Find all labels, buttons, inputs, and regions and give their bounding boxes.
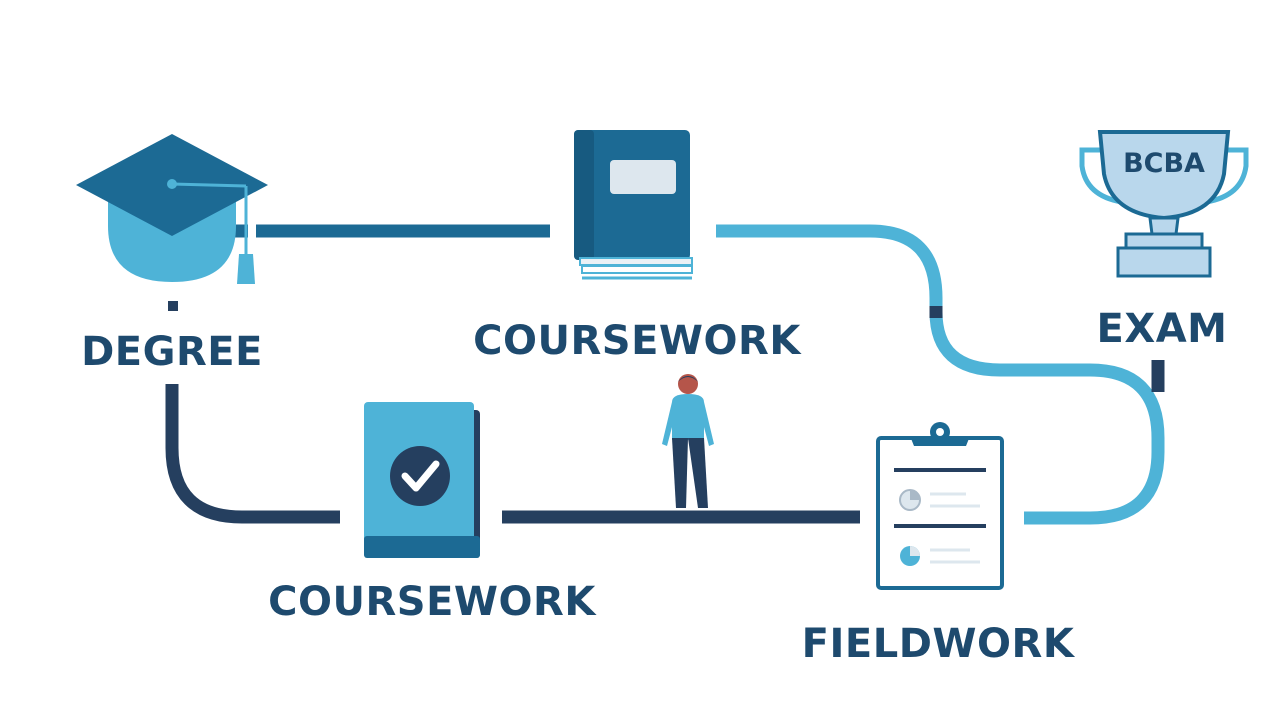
connector-paths bbox=[165, 224, 1165, 525]
book-icon bbox=[574, 130, 693, 280]
connector-degree-to-coursework-bottom bbox=[165, 384, 340, 524]
person-icon bbox=[662, 374, 714, 508]
checkmark-book-icon bbox=[364, 402, 480, 558]
step-label-fieldwork: FIELDWORK bbox=[802, 621, 1076, 667]
graduation-cap-icon bbox=[76, 134, 268, 284]
step-label-coursework-top: COURSEWORK bbox=[473, 318, 802, 364]
step-label-coursework-bottom: COURSEWORK bbox=[268, 579, 597, 625]
checkmark-icon bbox=[390, 446, 450, 506]
connector-exam-to-fieldwork bbox=[1024, 438, 1165, 525]
trophy-icon: BCBA bbox=[1079, 130, 1249, 278]
connector-coursework-to-exam bbox=[716, 224, 1165, 439]
trophy-label: BCBA bbox=[1123, 148, 1205, 179]
step-label-exam: EXAM bbox=[1097, 306, 1228, 352]
clipboard-icon bbox=[876, 422, 1004, 590]
step-label-degree: DEGREE bbox=[81, 329, 263, 375]
